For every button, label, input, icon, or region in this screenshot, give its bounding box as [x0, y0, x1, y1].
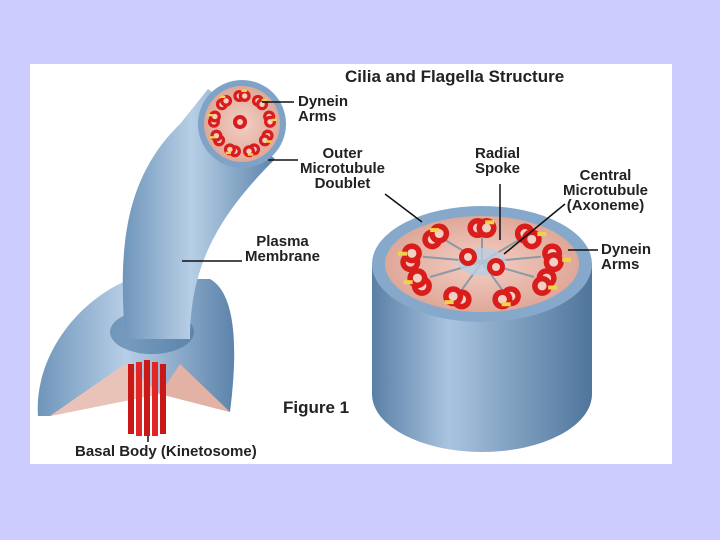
axoneme-cylinder: [372, 206, 592, 452]
dynein-arm: [207, 113, 213, 117]
dynein-arm: [265, 140, 272, 143]
dynein-arm: [485, 220, 495, 225]
microtubule-lumen: [227, 146, 233, 153]
dynein-arm: [271, 118, 277, 122]
microtubule-lumen: [448, 291, 458, 301]
microtubule-lumen: [259, 101, 265, 107]
label-basal-body: Basal Body (Kinetosome): [75, 443, 257, 460]
dynein-arm: [548, 285, 558, 290]
cilium-cross-section: [198, 80, 286, 168]
figure-title: Cilia and Flagella Structure: [345, 67, 565, 86]
microtubule-lumen: [407, 248, 417, 258]
dynein-arm: [444, 300, 454, 305]
dynein-arm: [225, 151, 232, 155]
microtubule-lumen: [246, 148, 252, 154]
leader-lines: [147, 101, 598, 442]
microtubule-lumen: [527, 234, 537, 244]
microtubule-lumen: [412, 273, 422, 283]
dynein-arm: [209, 136, 216, 139]
dynein-arm: [397, 251, 407, 256]
dynein-arm: [403, 280, 413, 285]
figure-number: Figure 1: [283, 398, 350, 417]
microtubule-lumen: [212, 113, 218, 120]
cilia-illustration: [37, 80, 598, 452]
microtubule-lumen: [482, 223, 491, 233]
microtubule-lumen: [242, 93, 248, 99]
dynein-arm: [537, 232, 547, 237]
dynein-arm: [220, 95, 226, 99]
microtubule-lumen: [223, 98, 229, 104]
dynein-arm: [430, 228, 440, 233]
microtubule-lumen: [537, 281, 547, 291]
microtubule-lumen: [549, 257, 559, 267]
dynein-arm: [261, 98, 268, 102]
dynein-arm: [247, 153, 254, 156]
basal-body: [128, 360, 166, 436]
dynein-arm: [241, 89, 247, 92]
dynein-arm: [501, 302, 511, 307]
microtubule-lumen: [497, 294, 507, 304]
dynein-arm: [562, 257, 572, 262]
